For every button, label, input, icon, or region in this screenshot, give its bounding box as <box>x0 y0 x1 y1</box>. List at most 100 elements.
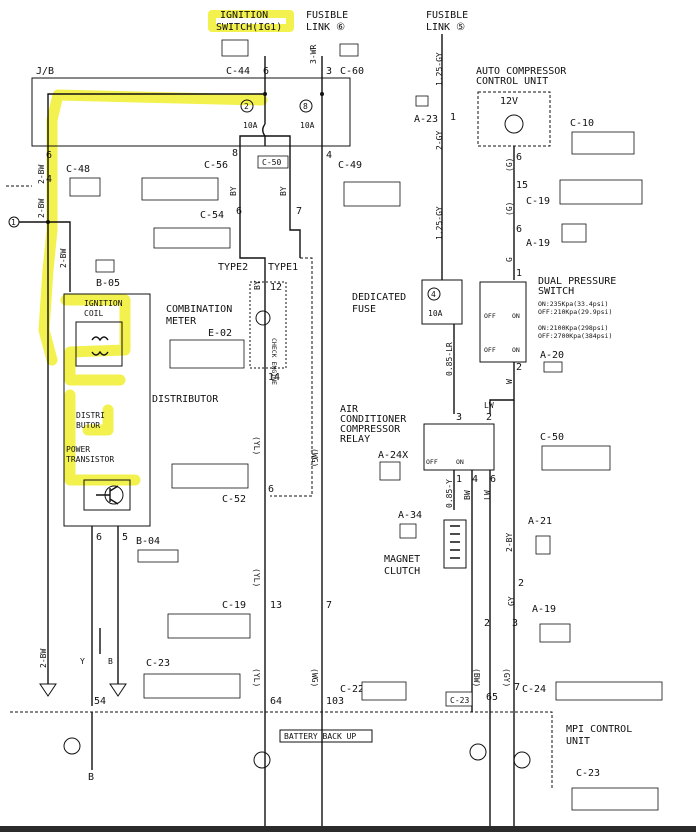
c10-connector-icon <box>571 131 635 155</box>
wire-yl2: (YL) <box>252 568 261 587</box>
auto-comp-transistor-icon <box>504 114 524 134</box>
e02-label: E-02 <box>208 328 232 339</box>
a19a-connector-icon <box>561 223 587 243</box>
dual-pressure-label-2: SWITCH <box>538 286 574 297</box>
mpi-transistor-3-icon <box>469 743 487 761</box>
dp-on-label-1: ON <box>512 312 520 320</box>
pin-6d: 6 <box>268 484 274 495</box>
c50b-connector-icon <box>541 445 611 471</box>
fusible-link-6-subtitle: LINK ⑥ <box>306 22 345 33</box>
jb-split-wire <box>239 135 291 146</box>
pin-6a: 6 <box>263 66 269 77</box>
a21-label: A-21 <box>528 516 552 527</box>
fuse-8-rating: 10A <box>300 121 315 130</box>
type1-label: TYPE1 <box>268 262 298 273</box>
wire-y085: 0.85-Y <box>445 479 454 508</box>
pin-1d: 1 <box>456 474 462 485</box>
fuse-8-circle <box>299 99 313 113</box>
c60-connector-icon <box>339 43 359 57</box>
c60-label: C-60 <box>340 66 364 77</box>
pin-1b: 1 <box>450 112 456 123</box>
ac-relay-label-3: COMPRESSOR <box>340 424 401 435</box>
a23-label: A-23 <box>414 114 438 125</box>
relay-on-label: ON <box>456 458 464 466</box>
pin-1a: 1 <box>11 218 16 227</box>
type2-label: TYPE2 <box>218 262 248 273</box>
wire-2bw-d: 2-BW <box>39 649 48 668</box>
wire-lw2: LW <box>483 490 492 500</box>
c56-connector-icon <box>141 177 219 201</box>
dedicated-fuse-label-1: DEDICATED <box>352 292 406 303</box>
pin-12: 12 <box>270 282 282 293</box>
wire-bw2: (BW) <box>472 668 481 687</box>
junction-dot <box>46 220 50 224</box>
transistor-symbol <box>96 485 119 505</box>
splice-wire <box>19 221 71 292</box>
ground-triangle-b <box>109 683 127 697</box>
fuse-4-number: 4 <box>431 290 436 299</box>
a21-connector-icon <box>535 535 551 555</box>
pin-65: 65 <box>486 692 498 703</box>
dp-on2: ON:2100Kpa(298psi) <box>538 324 608 332</box>
wire-g2: (G) <box>505 202 514 216</box>
ground-triangle-left <box>39 683 57 697</box>
pin-4c: 4 <box>472 474 478 485</box>
pin-3b: 3 <box>456 412 462 423</box>
pin-6f: 6 <box>516 152 522 163</box>
wire-lr: 0.85-LR <box>445 342 454 376</box>
window-bottom-bar <box>0 826 696 832</box>
wire-by3: BY <box>253 280 262 290</box>
wire-gy4: GY <box>507 596 516 606</box>
pin-2d: 2 <box>484 618 490 629</box>
dp-off-label-1: OFF <box>484 312 496 320</box>
a24x-label: A-24X <box>378 450 408 461</box>
distributor-output-wires <box>91 526 119 706</box>
ignition-switch-subtitle: SWITCH(IG1) <box>216 22 282 33</box>
battery-backup-box <box>279 729 373 743</box>
dedicated-fuse-box <box>421 279 463 325</box>
power-tr-label-1: POWER <box>66 445 90 454</box>
c54-label: C-54 <box>200 210 224 221</box>
coil-winding-icon <box>91 336 109 356</box>
wire-by2: BY <box>279 186 288 196</box>
pin-8a: 8 <box>232 148 238 159</box>
pin-6g: 6 <box>516 224 522 235</box>
dedicated-fuse-label-2: FUSE <box>352 304 376 315</box>
c23d-connector-icon <box>571 787 659 811</box>
dp-output-wire <box>489 362 515 414</box>
magnet-clutch-label-1: MAGNET <box>384 554 420 565</box>
wire-2bw-b: 2-BW <box>37 199 46 218</box>
relay-output-wires <box>453 470 491 826</box>
pin-103: 103 <box>326 696 344 707</box>
pin-6c: 6 <box>236 206 242 217</box>
fuse-4-rating: 10A <box>428 309 443 318</box>
fuse-2-number: 2 <box>244 102 249 111</box>
fusible-link-6-title: FUSIBLE <box>306 10 348 21</box>
c23b-connector-icon <box>445 691 473 707</box>
fuse-8-number: 8 <box>303 102 308 111</box>
v12-label: 12V <box>500 96 518 107</box>
a19a-label: A-19 <box>526 238 550 249</box>
wire-gy5: (GY) <box>502 668 511 687</box>
power-tr-label-2: TRANSISTOR <box>66 455 114 464</box>
a34-connector-icon <box>399 523 417 539</box>
relay-off-label: OFF <box>426 458 438 466</box>
c56-label: C-56 <box>204 160 228 171</box>
ignition-coil-label-2: COIL <box>84 309 103 318</box>
b05-connector-icon <box>95 259 115 273</box>
dp-off-label-2: OFF <box>484 346 496 354</box>
pin-1c: 1 <box>516 268 522 279</box>
fuse-4-circle <box>427 287 441 301</box>
dual-pressure-label-1: DUAL PRESSURE <box>538 276 616 287</box>
c50-connector-icon <box>257 155 289 169</box>
ac-relay-box <box>423 423 495 471</box>
auto-comp-label-1: AUTO COMPRESSOR <box>476 66 567 77</box>
wire-bw1: BW <box>463 490 472 500</box>
pin-4b: 4 <box>326 150 332 161</box>
e02-connector-icon <box>169 339 245 369</box>
wire-gy2: 2-GY <box>435 131 444 150</box>
ac-relay-label-1: AIR <box>340 404 359 415</box>
c22-connector-icon <box>361 681 407 701</box>
c23a-connector-icon <box>143 673 241 699</box>
